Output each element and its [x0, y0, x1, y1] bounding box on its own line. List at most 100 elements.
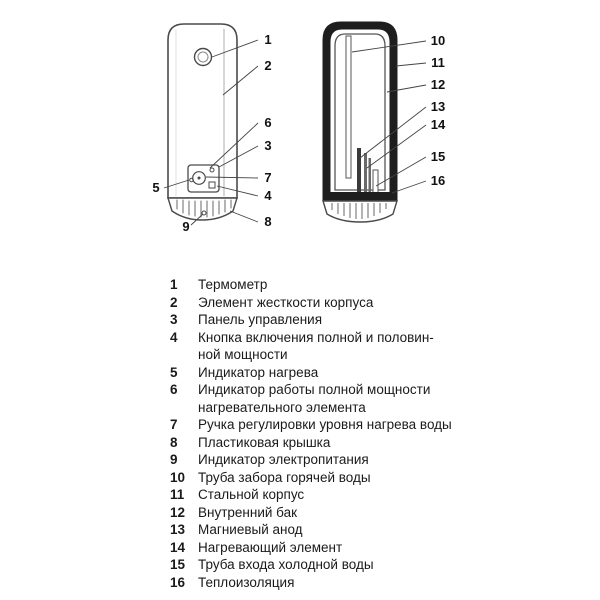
plastic-cap-section: [322, 200, 398, 223]
left-callout-lines: [163, 39, 259, 226]
callout-line: [391, 180, 427, 194]
legend-item-number: 3: [170, 312, 178, 327]
callout-line: [209, 122, 259, 169]
callout-number: 8: [264, 214, 271, 229]
callout-line: [395, 62, 427, 67]
thermometer-dial-inner: [197, 51, 209, 63]
callout-line: [163, 179, 190, 189]
callout-number: 13: [431, 99, 445, 114]
legend-item: 8 Пластиковая крышка: [170, 434, 462, 452]
legend-item-text: Кнопка включения полной и половин- ной м…: [198, 329, 434, 363]
legend-item-number: 8: [170, 434, 178, 450]
callout-line: [386, 84, 427, 93]
diagram-canvas: 1 2 6 3 7 4 8 5 9: [152, 21, 446, 234]
callout-number: 5: [152, 180, 159, 195]
left-view-exterior: [167, 23, 238, 221]
heater-body: [167, 23, 238, 199]
callout-line: [229, 210, 259, 223]
regulator-knob: [192, 171, 206, 185]
callout-line: [218, 145, 259, 168]
legend-item-number: 2: [170, 294, 178, 310]
callout-line: [216, 185, 259, 197]
callout-number: 10: [431, 33, 445, 48]
legend-item: 2 Элемент жесткости корпуса: [170, 294, 462, 312]
callout-number: 16: [431, 173, 445, 188]
legend-item-number: 13: [170, 522, 186, 537]
legend-item-number: 14: [170, 539, 186, 555]
legend-item-number: 10: [170, 469, 186, 485]
callout-number: 6: [264, 115, 271, 130]
legend-item-number: 12: [170, 504, 186, 520]
heating-indicator-led: [189, 177, 194, 183]
legend-item-number: 15: [170, 557, 186, 572]
callout-number: 2: [264, 58, 271, 73]
callout-number: 12: [431, 77, 445, 92]
callout-line: [205, 176, 259, 179]
steel-casing: [322, 21, 398, 202]
legend-item-text: Элемент жесткости корпуса: [198, 294, 374, 310]
legend-item-text: Панель управления: [198, 312, 323, 327]
legend-item-number: 7: [170, 417, 178, 432]
callout-line: [366, 124, 427, 169]
heating-element: [364, 153, 367, 198]
legend-item: 11 Стальной корпус: [170, 486, 462, 504]
legend-item-number: 5: [170, 364, 178, 380]
legend-item: 5 Индикатор нагрева: [170, 364, 462, 382]
legend-item-text: Труба забора горячей воды: [198, 469, 371, 485]
legend-item-number: 11: [170, 487, 185, 502]
callout-line: [190, 213, 204, 226]
legend-item: 7 Ручка регулировки уровня нагрева воды: [170, 416, 462, 434]
tank-bottom-flange: [330, 192, 390, 201]
callout-line: [359, 106, 427, 159]
right-view-cross-section: [322, 21, 398, 223]
callout-number: 3: [264, 138, 271, 153]
diagram-area: 1 2 6 3 7 4 8 5 9: [0, 0, 600, 256]
hot-water-tube: [345, 35, 352, 179]
legend-item-number: 1: [170, 277, 178, 292]
thermometer-dial: [193, 47, 213, 67]
left-callout-numbers: 1 2 6 3 7 4 8 5 9: [152, 32, 272, 234]
full-power-indicator-led: [209, 167, 215, 173]
legend-item-number: 9: [170, 452, 178, 467]
callout-line: [375, 156, 427, 187]
legend-item-text: Труба входа холодной воды: [198, 557, 374, 572]
legend-item-text: Индикатор работы полной мощности нагрева…: [198, 382, 431, 415]
legend-item-text: Внутренний бак: [198, 504, 297, 520]
callout-number: 14: [431, 117, 446, 132]
plastic-cap-ribs: [176, 199, 232, 218]
legend-item-text: Пластиковая крышка: [198, 434, 331, 450]
callout-line: [211, 39, 259, 58]
legend-item-text: Магниевый анод: [198, 522, 303, 537]
legend-item-text: Индикатор нагрева: [198, 364, 319, 380]
legend-item-number: 6: [170, 382, 178, 397]
legend-item: 6 Индикатор работы полной мощности нагре…: [170, 381, 462, 416]
callout-number: 11: [431, 55, 445, 70]
callout-line: [351, 40, 427, 53]
legend-item: 16 Теплоизоляция: [170, 574, 462, 592]
legend-item-number: 16: [170, 574, 186, 590]
legend-item: 4 Кнопка включения полной и половин- ной…: [170, 329, 462, 364]
callout-number: 7: [264, 170, 271, 185]
callout-number: 1: [264, 32, 271, 47]
legend-item: 15 Труба входа холодной воды: [170, 556, 462, 574]
plastic-cap: [167, 197, 238, 221]
legend-item: 13 Магниевый анод: [170, 521, 462, 539]
legend-item: 3 Панель управления: [170, 311, 462, 329]
legend-item-text: Стальной корпус: [198, 487, 305, 502]
legend-item-text: Нагревающий элемент: [198, 539, 343, 555]
legend-item: 1 Термометр: [170, 276, 462, 294]
legend-item: 14 Нагревающий элемент: [170, 539, 462, 557]
legend-item: 10 Труба забора горячей воды: [170, 469, 462, 487]
regulator-knob-center: [197, 176, 201, 180]
legend-item: 9 Индикатор электропитания: [170, 451, 462, 469]
heating-element-loop: [368, 158, 371, 198]
callout-number: 4: [264, 188, 272, 203]
legend-item-text: Теплоизоляция: [198, 574, 295, 590]
legend-list: 1 Термометр 2 Элемент жесткости корпуса …: [170, 276, 462, 591]
callout-number: 15: [431, 149, 445, 164]
legend-item-text: Термометр: [198, 277, 268, 292]
power-switch-button: [208, 181, 216, 189]
magnesium-anode: [357, 148, 361, 198]
callout-number: 9: [182, 219, 189, 234]
